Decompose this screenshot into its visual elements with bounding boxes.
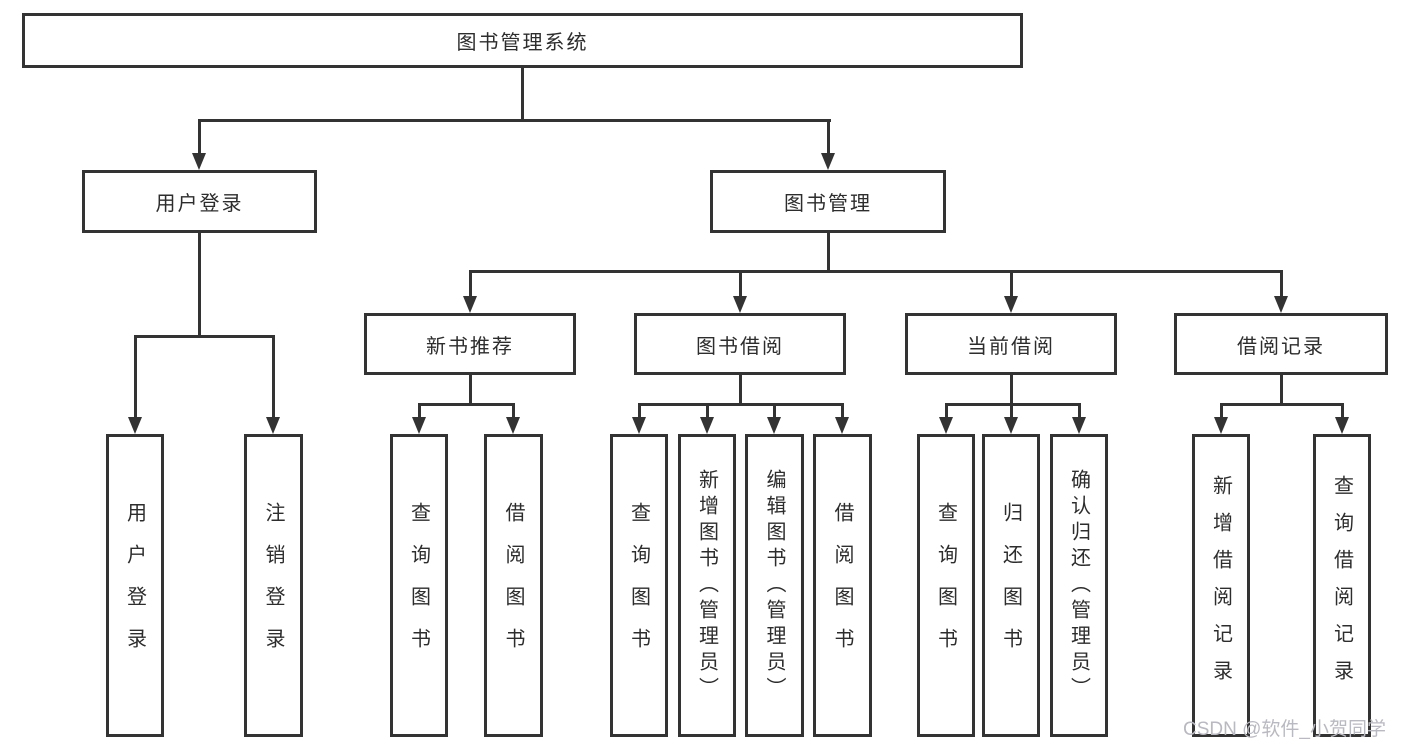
arrow-down-icon <box>506 417 520 434</box>
connector-drop <box>706 403 709 420</box>
arrow-down-icon <box>632 417 646 434</box>
arrow-down-icon <box>128 417 142 434</box>
connector-newbook-hline <box>418 403 515 406</box>
connector-currentborrow-hline <box>945 403 1081 406</box>
node-leaf-query-books-3: 查询图书 <box>917 434 975 737</box>
connector-drop <box>841 403 844 420</box>
arrow-down-icon <box>1072 417 1086 434</box>
connector-drop <box>773 403 776 420</box>
arrow-down-icon <box>1274 296 1288 313</box>
arrow-down-icon <box>1335 417 1349 434</box>
connector-drop <box>512 403 515 420</box>
arrow-down-icon <box>821 153 835 170</box>
connector-drop <box>418 403 421 420</box>
connector-drop-book-management <box>827 119 830 157</box>
node-leaf-user-login: 用户登录 <box>106 434 164 737</box>
arrow-down-icon <box>767 417 781 434</box>
arrow-down-icon <box>733 296 747 313</box>
connector-borrowrecord-stub <box>1280 375 1283 406</box>
node-book-management: 图书管理 <box>710 170 946 233</box>
connector-drop <box>1078 403 1081 420</box>
arrow-down-icon <box>266 417 280 434</box>
connector-drop-leaf-user-login <box>134 335 137 420</box>
arrow-down-icon <box>835 417 849 434</box>
arrow-down-icon <box>192 153 206 170</box>
arrow-down-icon <box>1004 417 1018 434</box>
connector-bookmgmt-hline <box>469 270 1283 273</box>
node-book-borrow: 图书借阅 <box>634 313 846 375</box>
connector-userlogin-stub <box>198 233 201 337</box>
connector-drop-current-borrow <box>1010 270 1013 300</box>
node-leaf-query-books-1: 查询图书 <box>390 434 448 737</box>
node-leaf-return-books: 归还图书 <box>982 434 1040 737</box>
connector-drop <box>1010 403 1013 420</box>
csdn-watermark: CSDN @软件_小贺同学 <box>1183 719 1386 740</box>
connector-bookborrow-stub <box>739 375 742 406</box>
node-leaf-borrow-books-1: 借阅图书 <box>484 434 543 737</box>
connector-currentborrow-stub <box>1010 375 1013 406</box>
node-new-book-recommend: 新书推荐 <box>364 313 576 375</box>
node-leaf-borrow-books-2: 借阅图书 <box>813 434 872 737</box>
arrow-down-icon <box>1004 296 1018 313</box>
arrow-down-icon <box>1214 417 1228 434</box>
node-user-login: 用户登录 <box>82 170 317 233</box>
node-current-borrow: 当前借阅 <box>905 313 1117 375</box>
connector-root-stub <box>521 68 524 121</box>
connector-userlogin-hline <box>134 335 275 338</box>
connector-newbook-stub <box>469 375 472 406</box>
connector-bookmgmt-stub <box>827 233 830 273</box>
arrow-down-icon <box>463 296 477 313</box>
connector-drop-leaf-logout <box>272 335 275 420</box>
node-root-library-system: 图书管理系统 <box>22 13 1023 68</box>
connector-drop <box>1341 403 1344 420</box>
connector-drop <box>945 403 948 420</box>
connector-drop-borrow-record <box>1280 270 1283 300</box>
connector-drop-book-borrow <box>739 270 742 300</box>
arrow-down-icon <box>939 417 953 434</box>
node-leaf-confirm-return-admin: 确认归还（管理员） <box>1050 434 1108 737</box>
connector-drop <box>638 403 641 420</box>
connector-drop-user-login <box>198 119 201 157</box>
node-leaf-logout: 注销登录 <box>244 434 303 737</box>
arrow-down-icon <box>412 417 426 434</box>
connector-root-hline <box>198 119 831 122</box>
node-leaf-query-books-2: 查询图书 <box>610 434 668 737</box>
connector-drop-new-book <box>469 270 472 300</box>
node-leaf-query-borrow-record: 查询借阅记录 <box>1313 434 1371 737</box>
node-leaf-edit-book-admin: 编辑图书（管理员） <box>745 434 804 737</box>
connector-bookborrow-hline <box>638 403 844 406</box>
node-borrow-record: 借阅记录 <box>1174 313 1388 375</box>
arrow-down-icon <box>700 417 714 434</box>
node-leaf-add-book-admin: 新增图书（管理员） <box>678 434 736 737</box>
connector-drop <box>1220 403 1223 420</box>
connector-borrowrecord-hline <box>1220 403 1343 406</box>
node-leaf-add-borrow-record: 新增借阅记录 <box>1192 434 1250 737</box>
